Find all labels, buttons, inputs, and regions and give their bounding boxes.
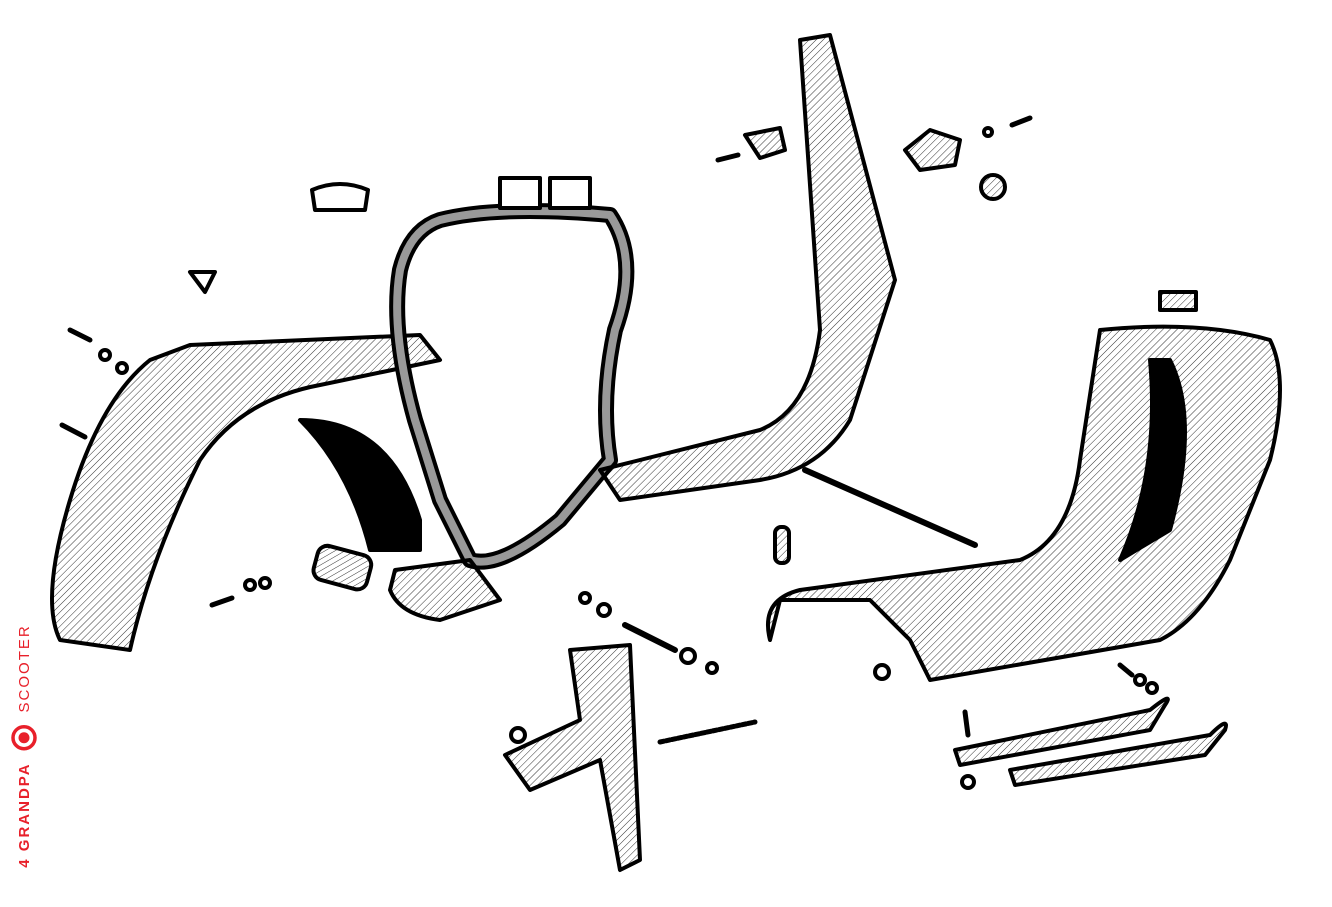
clamp bbox=[310, 182, 370, 212]
floorboard-edge-shadow bbox=[1118, 358, 1187, 562]
washer bbox=[98, 348, 112, 362]
foot-strip bbox=[953, 696, 1170, 767]
washer bbox=[1133, 673, 1147, 687]
frame-spine bbox=[598, 33, 897, 502]
cap bbox=[1158, 290, 1198, 312]
lock-cap bbox=[979, 173, 1007, 201]
main-frame-loop bbox=[389, 203, 635, 570]
bolt bbox=[715, 152, 741, 163]
pin bbox=[622, 622, 678, 653]
bolt bbox=[1009, 115, 1033, 128]
seat-bracket bbox=[548, 176, 592, 210]
foot-strip bbox=[1008, 721, 1228, 787]
washer bbox=[596, 602, 612, 618]
bolt bbox=[962, 709, 971, 738]
frame-rod bbox=[802, 467, 978, 548]
seat-bracket bbox=[498, 176, 542, 210]
lock bbox=[903, 128, 962, 172]
washer bbox=[705, 661, 719, 675]
washer bbox=[578, 591, 592, 605]
washer bbox=[243, 578, 257, 592]
rear-fender bbox=[50, 333, 442, 652]
bolt bbox=[59, 422, 88, 440]
washer bbox=[1145, 681, 1159, 695]
bushing bbox=[311, 543, 374, 592]
pivot-tube bbox=[388, 558, 502, 622]
center-stand bbox=[503, 643, 642, 872]
washer bbox=[982, 126, 994, 138]
nut bbox=[960, 774, 976, 790]
fender-inner-shadow bbox=[298, 418, 422, 552]
nut bbox=[509, 726, 527, 744]
washer bbox=[115, 361, 129, 375]
latch bbox=[743, 126, 787, 160]
nut bbox=[679, 647, 697, 665]
bolt bbox=[209, 595, 235, 608]
bolt bbox=[1117, 662, 1135, 678]
spring bbox=[657, 719, 758, 745]
link bbox=[773, 525, 791, 565]
nut bbox=[873, 663, 891, 681]
clip bbox=[188, 270, 217, 294]
logo[interactable]: 4 GRANDPA SCOOTER bbox=[8, 600, 40, 892]
washer bbox=[258, 576, 272, 590]
bolt bbox=[67, 327, 93, 343]
target-icon bbox=[11, 724, 37, 751]
